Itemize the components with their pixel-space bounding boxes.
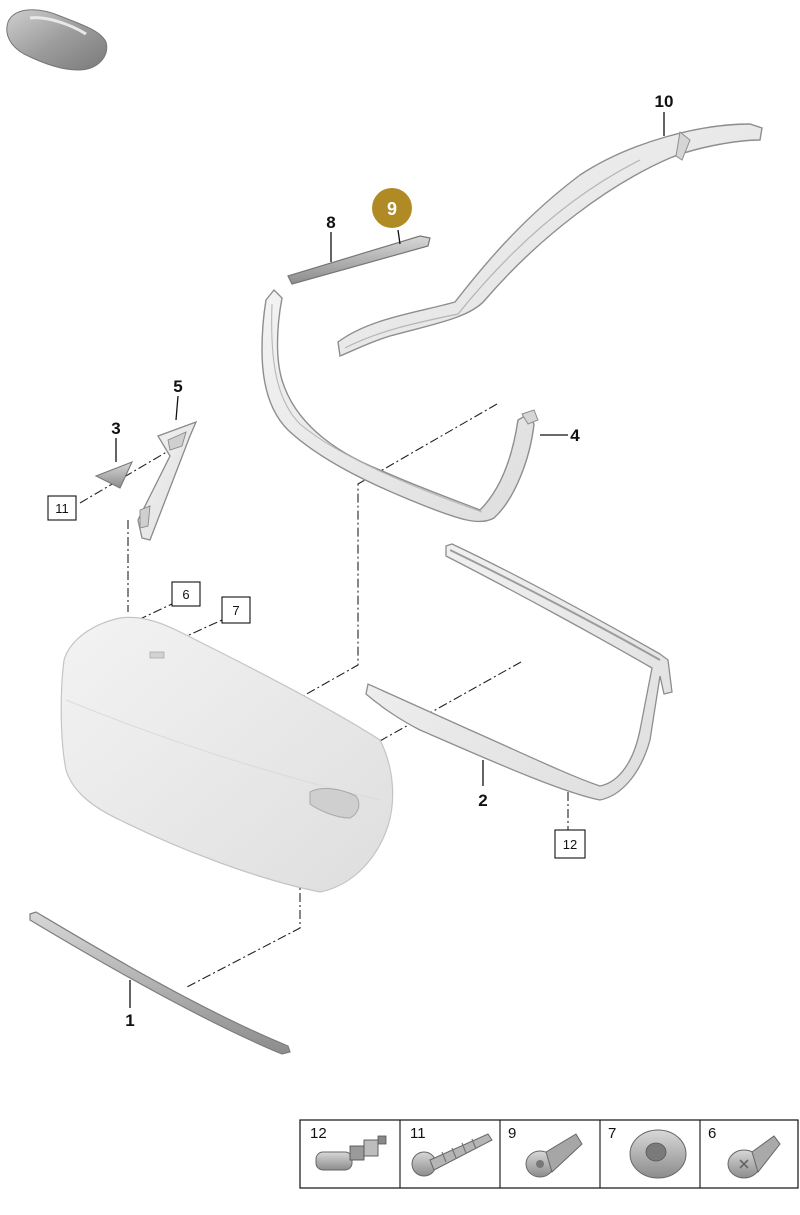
torx-screw-icon <box>727 1135 781 1179</box>
boxed-ref-6: 6 <box>171 581 201 607</box>
legend-number-7: 7 <box>608 1125 616 1142</box>
leader-lines <box>115 112 665 1008</box>
vehicle-thumbnail-icon <box>6 9 108 71</box>
highlight-marker <box>372 188 412 228</box>
washer-icon <box>629 1129 687 1179</box>
clip-icon <box>315 1135 387 1171</box>
legend-number-9: 9 <box>508 1125 516 1142</box>
screw-icon <box>411 1133 493 1177</box>
boxed-ref-7: 7 <box>221 596 251 624</box>
callout-2: 2 <box>478 791 487 810</box>
legend-number-6: 6 <box>708 1125 716 1142</box>
door-panel <box>60 616 394 893</box>
svg-text:6: 6 <box>182 587 189 602</box>
part-1-sill-strip <box>29 911 291 1055</box>
part-2-window-seal <box>365 543 673 801</box>
callout-9-highlighted[interactable]: 9 <box>387 199 397 219</box>
part-8-trim-strip <box>287 235 431 285</box>
part-10-roof-seal <box>337 123 763 357</box>
door-frame-seal <box>261 288 535 523</box>
callout-1: 1 <box>125 1011 134 1030</box>
callout-10: 10 <box>655 92 674 111</box>
callout-4: 4 <box>570 426 580 445</box>
callout-5: 5 <box>173 377 182 396</box>
svg-text:12: 12 <box>563 837 577 852</box>
boxed-ref-11: 11 <box>47 495 77 521</box>
bolt-icon <box>525 1133 583 1178</box>
callout-3: 3 <box>111 419 120 438</box>
part-5-mirror-bracket <box>137 420 198 541</box>
legend-number-11: 11 <box>410 1125 426 1142</box>
part-4-seal-piece <box>521 409 539 425</box>
part-3-triangle-cover <box>94 460 134 489</box>
svg-text:7: 7 <box>232 603 239 618</box>
legend-number-12: 12 <box>310 1125 327 1142</box>
fastener-legend-table: 12 11 9 7 6 <box>299 1119 799 1189</box>
svg-text:11: 11 <box>55 501 69 516</box>
boxed-ref-12: 12 <box>554 829 586 859</box>
callout-8: 8 <box>326 213 335 232</box>
